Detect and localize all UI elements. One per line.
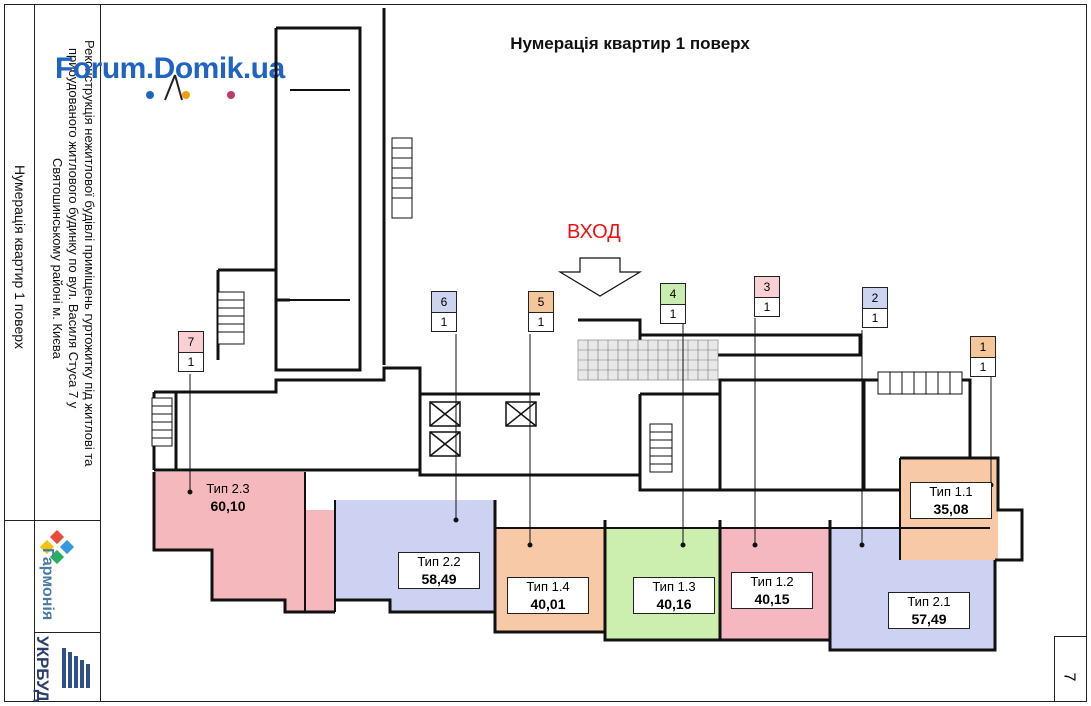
entrance-label: ВХОД [567, 221, 621, 243]
tag-floor: 1 [763, 300, 771, 314]
tag-number: 5 [529, 292, 553, 313]
page-number-divider [1054, 636, 1055, 702]
apartment-label-1-3: Тип 1.3 40,16 [633, 577, 715, 614]
apartment-label-1-2: Тип 1.2 40,15 [731, 572, 813, 609]
garmonia-logo [38, 529, 78, 575]
drawing-frame [4, 4, 1087, 702]
tag-number: 3 [755, 277, 779, 298]
sidebar-divider-2 [100, 4, 101, 702]
apartment-area: 35,08 [933, 501, 969, 517]
tag-floor: 1 [669, 307, 677, 321]
apartment-type: Тип 1.4 [526, 579, 570, 594]
page-number-divider-h [1054, 636, 1087, 637]
apartment-area: 60,10 [210, 498, 246, 514]
apartment-area: 58,49 [421, 571, 457, 587]
apartment-area: 40,15 [754, 591, 790, 607]
apartment-area: 40,16 [656, 596, 692, 612]
tag-number: 2 [863, 288, 887, 309]
apartment-label-1-1: Тип 1.1 35,08 [910, 482, 992, 519]
page-title: Нумерація квартир 1 поверх [510, 34, 750, 53]
tag-number: 6 [432, 292, 456, 313]
tag-floor: 1 [440, 315, 448, 329]
sidebar-divider-1 [34, 4, 35, 702]
tag-number: 4 [661, 284, 685, 305]
sidebar-divider-4 [34, 632, 100, 633]
apartment-label-2-2: Тип 2.2 58,49 [398, 552, 480, 589]
apartment-label-2-1: Тип 2.1 57,49 [888, 592, 970, 629]
entrance-arrow [557, 257, 643, 297]
apartment-type: Тип 1.2 [750, 574, 794, 589]
apartment-area: 40,01 [530, 596, 566, 612]
page-number: 7 [1060, 672, 1078, 682]
apartment-type: Тип 1.1 [929, 484, 973, 499]
tag-number: 7 [179, 332, 203, 353]
tag-floor: 1 [187, 355, 195, 369]
apartment-area: 57,49 [911, 611, 947, 627]
apartment-label-2-3: Тип 2.3 60,10 [188, 480, 268, 515]
tag-number: 1 [971, 337, 995, 358]
tag-floor: 1 [871, 311, 879, 325]
apartment-type: Тип 2.1 [907, 594, 951, 609]
tag-floor: 1 [537, 315, 545, 329]
apartment-label-1-4: Тип 1.4 40,01 [507, 577, 589, 614]
apartment-fill-2-3 [154, 472, 335, 612]
tag-floor: 1 [979, 360, 987, 374]
apartment-type: Тип 2.2 [417, 554, 461, 569]
apartment-type: Тип 2.3 [206, 481, 250, 496]
apartment-type: Тип 1.3 [652, 579, 696, 594]
sidebar-divider-3 [4, 520, 100, 521]
